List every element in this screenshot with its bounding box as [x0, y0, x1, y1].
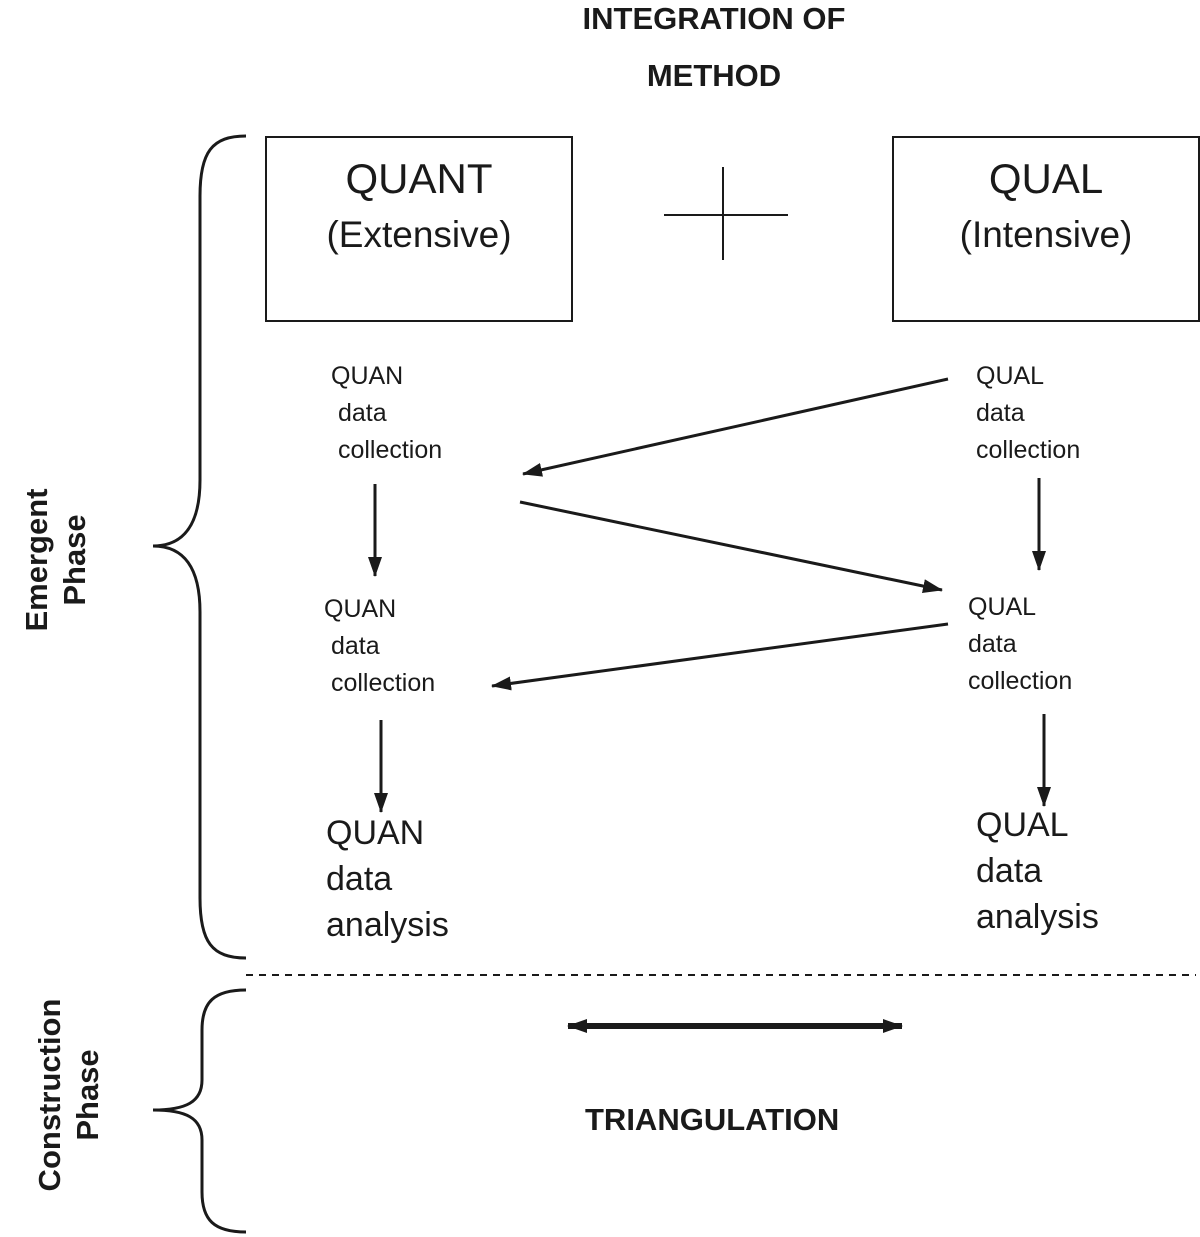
quant-box-subtitle: (Extensive)	[326, 214, 512, 255]
plus-sign	[664, 167, 788, 260]
quan-data-analysis: QUAN data analysis	[326, 814, 449, 944]
quan-data-collection-2: QUAN data collection	[324, 595, 436, 697]
qual-data-collection-1: QUAL data collection	[976, 362, 1081, 464]
diagram-title: INTEGRATION OF METHOD	[500, 0, 928, 95]
triangulation-label: TRIANGULATION	[585, 1102, 840, 1137]
construction-phase-brace	[152, 988, 247, 1234]
arrow-quan1-to-qual2	[519, 500, 943, 593]
title-line-2: METHOD	[646, 58, 782, 93]
arrow-qual2-to-quan2	[491, 622, 949, 691]
qual-data-analysis: QUAL data analysis	[976, 806, 1099, 936]
arrow-qual1-to-quan	[522, 377, 949, 477]
qual-data-collection-2: QUAL data collection	[968, 593, 1073, 695]
qual-box-subtitle: (Intensive)	[959, 214, 1133, 255]
qual-box-title: QUAL	[988, 155, 1104, 202]
emergent-phase-brace	[152, 134, 247, 960]
quant-box-title: QUANT	[345, 155, 493, 202]
qual-box: QUAL (Intensive)	[892, 136, 1200, 322]
quant-box: QUANT (Extensive)	[265, 136, 573, 322]
title-line-1: INTEGRATION OF	[582, 1, 846, 36]
quan-data-collection-1: QUAN data collection	[331, 362, 443, 464]
